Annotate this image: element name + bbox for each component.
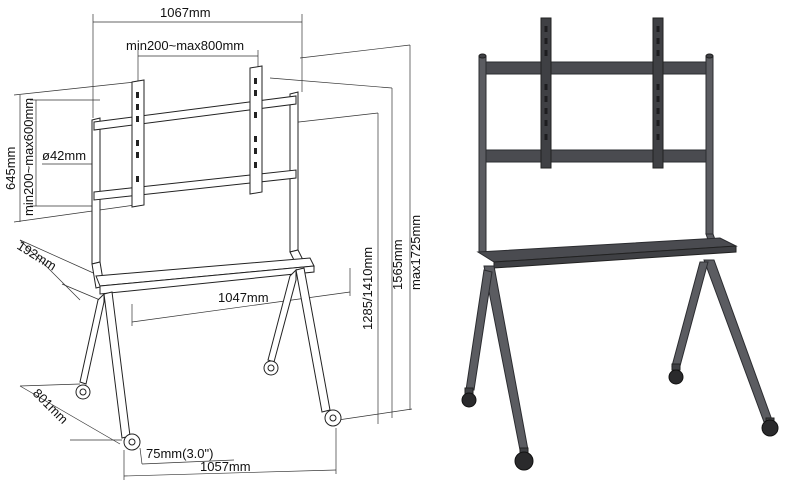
- dim-text-tube-diameter: ø42mm: [42, 148, 86, 163]
- dim-text-vesa-vertical: min200~max600mm: [21, 98, 36, 216]
- stand-line-drawing: [75, 65, 342, 451]
- dim-right-verticals: max1725mm 1565mm 1285/1410mm: [269, 44, 423, 424]
- caster-line-drawings: [75, 360, 342, 451]
- dim-text-max-height: max1725mm: [408, 215, 423, 290]
- dim-base-depth: 801mm: [19, 383, 122, 445]
- dim-text-width-total: 1067mm: [160, 5, 211, 20]
- dim-caster-height: 75mm(3.0"): [139, 446, 235, 465]
- dim-text-base-width: 1057mm: [200, 459, 251, 474]
- dim-shelf-width: 1047mm: [131, 268, 351, 326]
- dim-1067: 1067mm: [92, 5, 303, 118]
- dim-text-caster-height: 75mm(3.0"): [146, 446, 213, 461]
- dim-base-width: 1057mm: [123, 428, 337, 480]
- dim-vesa-horizontal: min200~max800mm: [126, 38, 259, 86]
- dim-text-vesa-horizontal: min200~max800mm: [126, 38, 244, 53]
- dim-text-bracket-height: 645mm: [3, 147, 18, 190]
- dim-text-base-depth: 801mm: [30, 386, 71, 427]
- caster-renders: [461, 363, 779, 471]
- dim-shelf-depth: 192mm: [14, 238, 101, 301]
- dim-text-shelf-width: 1047mm: [218, 290, 269, 305]
- dim-text-shelf-heights: 1285/1410mm: [360, 247, 375, 330]
- stand-product-render: [461, 17, 779, 471]
- dim-text-bracket-center-height: 1565mm: [390, 239, 405, 290]
- dim-text-shelf-depth: 192mm: [14, 238, 59, 274]
- dim-left-verticals: 645mm min200~max600mm ø42mm: [3, 81, 136, 223]
